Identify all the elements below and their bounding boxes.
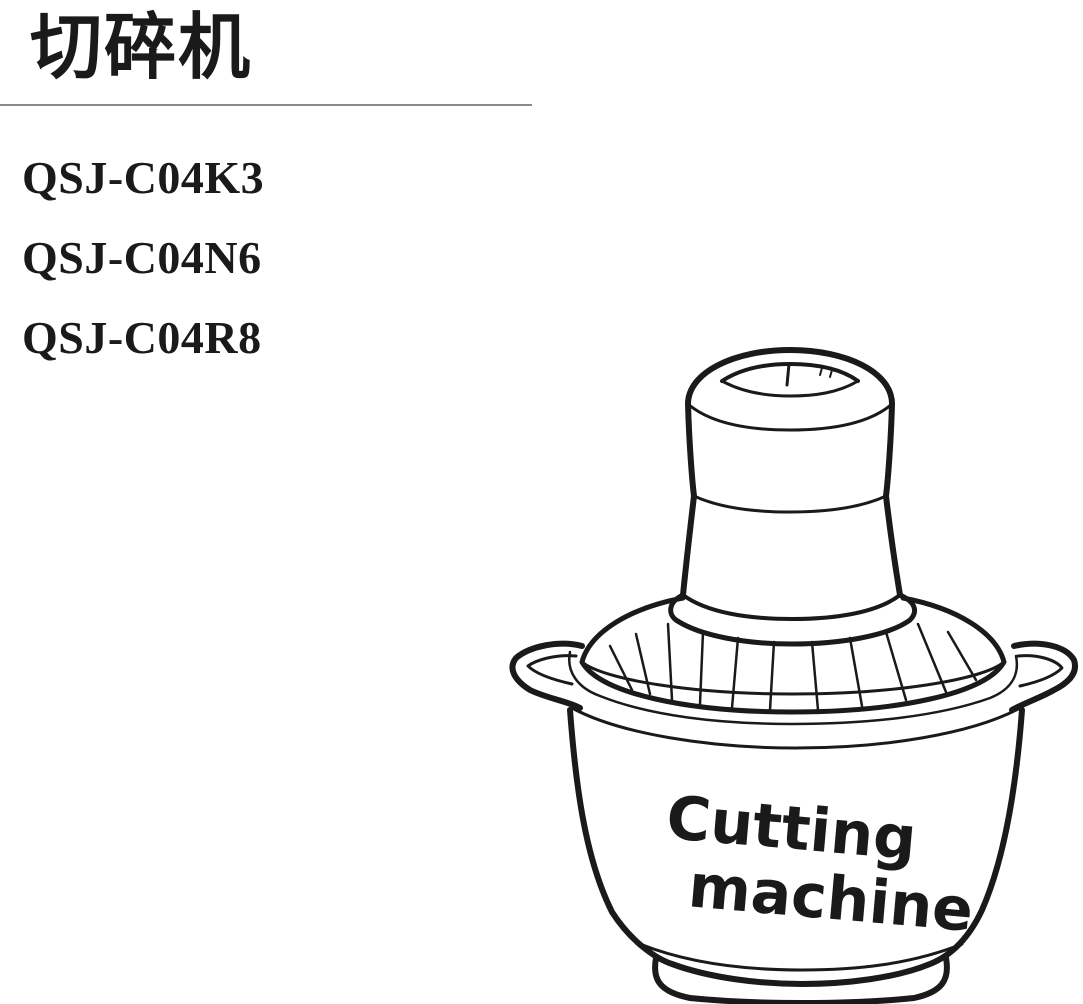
bowl-handle-right bbox=[1009, 640, 1078, 713]
bowl-handle-left bbox=[509, 640, 585, 711]
product-label-line2: machine bbox=[686, 851, 976, 946]
model-number: QSJ-C04R8 bbox=[22, 312, 262, 363]
model-number: QSJ-C04N6 bbox=[22, 232, 262, 283]
chopper-bowl bbox=[567, 706, 1025, 1004]
motor-housing bbox=[680, 401, 903, 621]
title-divider bbox=[0, 104, 532, 106]
model-number: QSJ-C04K3 bbox=[22, 152, 265, 203]
model-number-list: QSJ-C04K3 QSJ-C04N6 QSJ-C04R8 bbox=[22, 138, 264, 378]
bowl-lid bbox=[567, 595, 1019, 726]
motor-top-cap bbox=[685, 347, 895, 407]
collar-ring bbox=[668, 592, 918, 647]
page-title: 切碎机 bbox=[30, 4, 253, 89]
